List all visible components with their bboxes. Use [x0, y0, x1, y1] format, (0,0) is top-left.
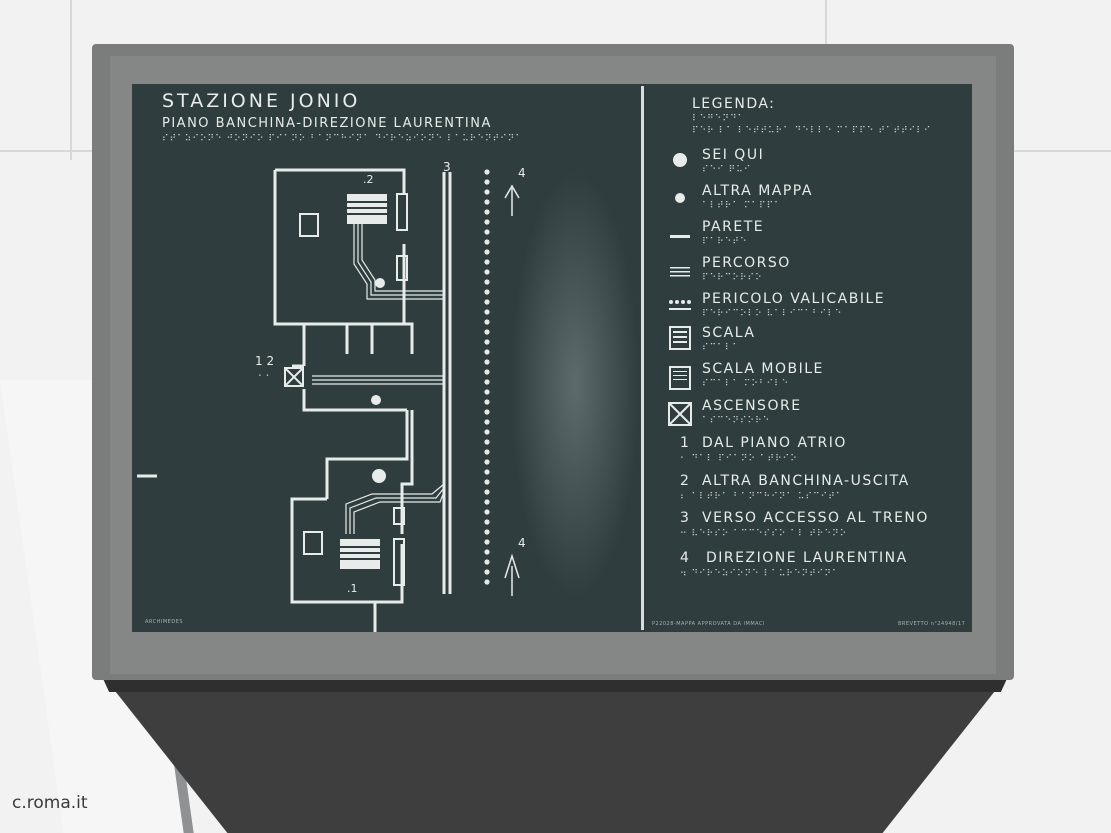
path-icon: [670, 267, 690, 277]
legend-item-label: SCALA: [702, 325, 756, 341]
route-path: [345, 483, 445, 534]
you-are-here-dot: [372, 469, 386, 483]
other-map-dot: [375, 278, 385, 288]
legend-item-braille: ⠏⠁⠗⠑⠞⠑: [702, 237, 748, 247]
escalator-icon: [669, 366, 691, 390]
wall-lower-room: [290, 497, 404, 604]
map-label-stairs-bottom: .1: [347, 582, 358, 595]
legend-heading-braille: ⠇⠑⠛⠑⠝⠙⠁: [692, 114, 746, 124]
wall-grout: [70, 0, 72, 160]
title-braille: ⠎⠞⠁⠵⠊⠕⠝⠑ ⠚⠕⠝⠊⠕ ⠏⠊⠁⠝⠕ ⠃⠁⠝⠉⠓⠊⠝⠁ ⠙⠊⠗⠑⠵⠊⠕⠝⠑ …: [162, 134, 523, 144]
wall-icon: [670, 235, 690, 238]
arrow-up-icon: [504, 184, 520, 199]
platform-subtitle: PIANO BANCHINA-DIREZIONE LAURENTINA: [162, 116, 492, 131]
pedestal-body: [100, 672, 1010, 833]
legend-number: 2: [680, 473, 691, 489]
legend-item-braille: ⠲ ⠙⠊⠗⠑⠵⠊⠕⠝⠑ ⠇⠁⠥⠗⠑⠝⠞⠊⠝⠁: [680, 569, 840, 579]
wall-mid-right: [404, 322, 414, 354]
wall-upper-room-left: [273, 170, 404, 326]
map-label-1-2-braille: ⠂⠂: [258, 372, 274, 382]
map-label-1-2: 1 2: [255, 354, 275, 368]
maker-mark: ARCHIMEDES: [145, 619, 184, 625]
map-label-4-bottom: 4: [518, 536, 526, 550]
route-path: [357, 224, 444, 296]
legend-item-label: ALTRA MAPPA: [702, 183, 813, 199]
legend-item-braille: ⠒ ⠧⠑⠗⠎⠕ ⠁⠉⠉⠑⠎⠎⠕ ⠁⠇ ⠞⠗⠑⠝⠕: [680, 529, 848, 539]
legend-item-label: SEI QUI: [702, 147, 765, 163]
column: [396, 193, 408, 231]
map-label-4-top: 4: [518, 166, 526, 180]
legend-item-braille: ⠆ ⠁⠇⠞⠗⠁ ⠃⠁⠝⠉⠓⠊⠝⠁ ⠥⠎⠉⠊⠞⠁: [680, 492, 844, 502]
legend-item-label: DAL PIANO ATRIO: [702, 435, 847, 451]
column: [393, 538, 405, 586]
legend-item-braille: ⠎⠉⠁⠇⠁ ⠍⠕⠃⠊⠇⠑: [702, 379, 790, 389]
legend-icons: [668, 153, 692, 426]
legend-item-label: PARETE: [702, 219, 765, 235]
station-floor-map: [137, 168, 520, 632]
arrow-up-icon: [504, 553, 520, 579]
route-path: [353, 491, 445, 534]
legend-item-braille: ⠏⠑⠗⠊⠉⠕⠇⠕ ⠧⠁⠇⠊⠉⠁⠃⠊⠇⠑: [702, 309, 843, 319]
route-path: [353, 224, 444, 300]
legend-heading: LEGENDA:: [692, 96, 776, 112]
hazard-icon: [669, 300, 691, 310]
escalator-upper-room: [299, 213, 319, 237]
dot-small-icon: [675, 193, 685, 203]
legend-number: 4: [680, 550, 691, 566]
legend-heading-braille-2: ⠏⠑⠗ ⠇⠁ ⠇⠑⠞⠞⠥⠗⠁ ⠙⠑⠇⠇⠑ ⠍⠁⠏⠏⠑ ⠞⠁⠞⠞⠊⠇⠊: [692, 126, 932, 136]
legend-item-label: ALTRA BANCHINA-USCITA: [702, 473, 910, 489]
column: [393, 507, 405, 525]
elevator-icon: [668, 402, 692, 426]
legend-item-braille: ⠏⠑⠗⠉⠕⠗⠎⠕: [702, 273, 763, 283]
map-label-stairs-top: .2: [363, 173, 374, 186]
legend-number: 1: [680, 435, 691, 451]
other-map-dot: [371, 395, 381, 405]
wall-grout: [825, 0, 827, 60]
approval-note: P22028-MAPPA APPROVATA DA IMMACI: [652, 621, 765, 627]
legend-item-label: PERICOLO VALICABILE: [702, 291, 886, 307]
legend-item-label: PERCORSO: [702, 255, 791, 271]
wall-upper-room: [275, 168, 406, 194]
legend-item-braille: ⠎⠑⠊ ⠟⠥⠊: [702, 165, 752, 175]
legend-item-braille: ⠁⠇⠞⠗⠁ ⠍⠁⠏⠏⠁: [702, 201, 782, 211]
legend-item-label: SCALA MOBILE: [702, 361, 824, 377]
column: [396, 255, 408, 281]
light-reflection: [510, 170, 640, 600]
elevator-box: [284, 367, 304, 387]
escalator-lower-room: [303, 531, 323, 555]
wall-mid-bottom: [302, 389, 407, 412]
legend-item-braille: ⠎⠉⠁⠇⠁: [702, 343, 740, 353]
map-label-3: 3: [443, 160, 451, 174]
patent-note: BREVETTO n°24948/17: [898, 621, 966, 627]
legend-item-label: VERSO ACCESSO AL TRENO: [702, 510, 929, 526]
stairs-icon: [669, 326, 691, 350]
board-divider: [641, 86, 644, 630]
dot-large-icon: [673, 153, 687, 167]
route-path: [361, 224, 444, 292]
station-title: STAZIONE JONIO: [162, 90, 361, 112]
tactile-warning-dots: [484, 169, 490, 585]
legend-item-label: ASCENSORE: [702, 398, 802, 414]
legend-number: 3: [680, 510, 691, 526]
legend-item-label: DIREZIONE LAURENTINA: [706, 550, 908, 566]
legend-item-braille: ⠂ ⠙⠁⠇ ⠏⠊⠁⠝⠕ ⠁⠞⠗⠊⠕: [680, 454, 798, 464]
wall-lower-link: [325, 410, 409, 499]
wall-poster-text: c.roma.it: [12, 793, 88, 813]
legend-item-braille: ⠁⠎⠉⠑⠝⠎⠕⠗⠑: [702, 416, 771, 426]
route-path: [349, 487, 445, 534]
